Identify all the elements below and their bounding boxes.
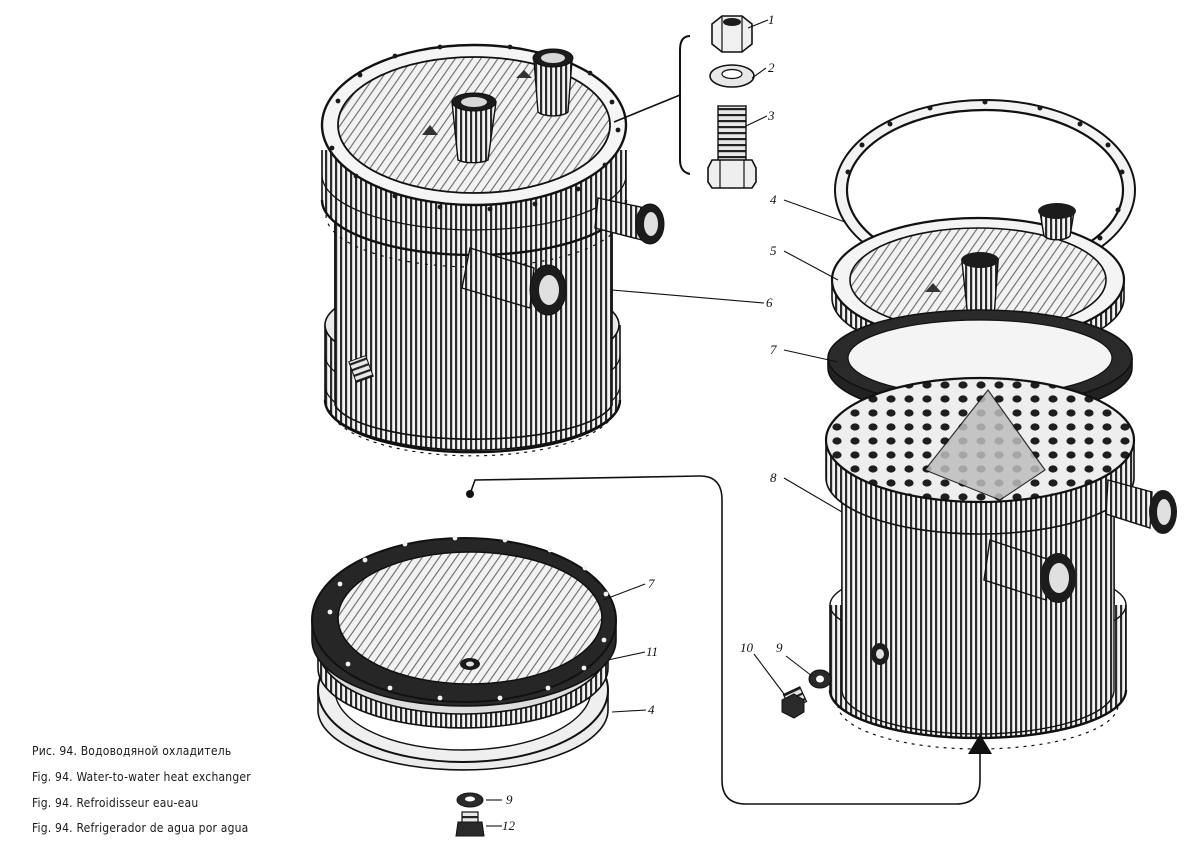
callout-5: 5	[770, 243, 777, 258]
caption-french: Fig. 94. Refroidisseur eau-eau	[32, 796, 199, 810]
callout-2: 2	[768, 60, 775, 75]
washer-9-bottom	[456, 792, 484, 808]
caption-spanish: Fig. 94. Refrigerador de agua por agua	[32, 821, 249, 835]
callout-3: 3	[767, 108, 775, 123]
callout-7-lower: 7	[648, 576, 655, 591]
caption-russian: Рис. 94. Водоводяной охладитель	[32, 744, 232, 758]
callout-4-upper: 4	[770, 192, 777, 207]
washer-9-right	[808, 669, 832, 689]
plug-12	[455, 811, 485, 837]
assembled-heat-exchanger	[320, 43, 665, 457]
lower-cover-7-bolt-holes	[327, 535, 609, 701]
callout-4-lower: 4	[648, 702, 655, 717]
lower-cover-7	[311, 537, 617, 707]
callout-6: 6	[766, 295, 773, 310]
callout-12: 12	[502, 818, 516, 833]
callout-10: 10	[740, 640, 754, 655]
assembly-flow-line	[469, 475, 981, 805]
fastener-bracket	[679, 35, 691, 175]
callout-7-upper: 7	[770, 342, 777, 357]
fastener-leader-line	[613, 94, 681, 123]
caption-english: Fig. 94. Water-to-water heat exchanger	[32, 770, 251, 784]
tube-sheet-body-8	[824, 376, 1177, 750]
callout-11: 11	[646, 644, 658, 659]
flange-bolt-dots-top	[329, 44, 621, 212]
flow-start-dot	[466, 490, 474, 498]
callout-1: 1	[768, 12, 775, 27]
callout-8: 8	[770, 470, 777, 485]
callout-9-bottom: 9	[506, 792, 513, 807]
leader-lines	[486, 19, 846, 827]
callout-9-right: 9	[776, 640, 783, 655]
washer	[709, 64, 755, 88]
drain-plug-10	[781, 686, 808, 719]
bolt	[707, 105, 757, 189]
flow-arrowhead	[968, 734, 992, 754]
hex-nut	[711, 15, 753, 53]
